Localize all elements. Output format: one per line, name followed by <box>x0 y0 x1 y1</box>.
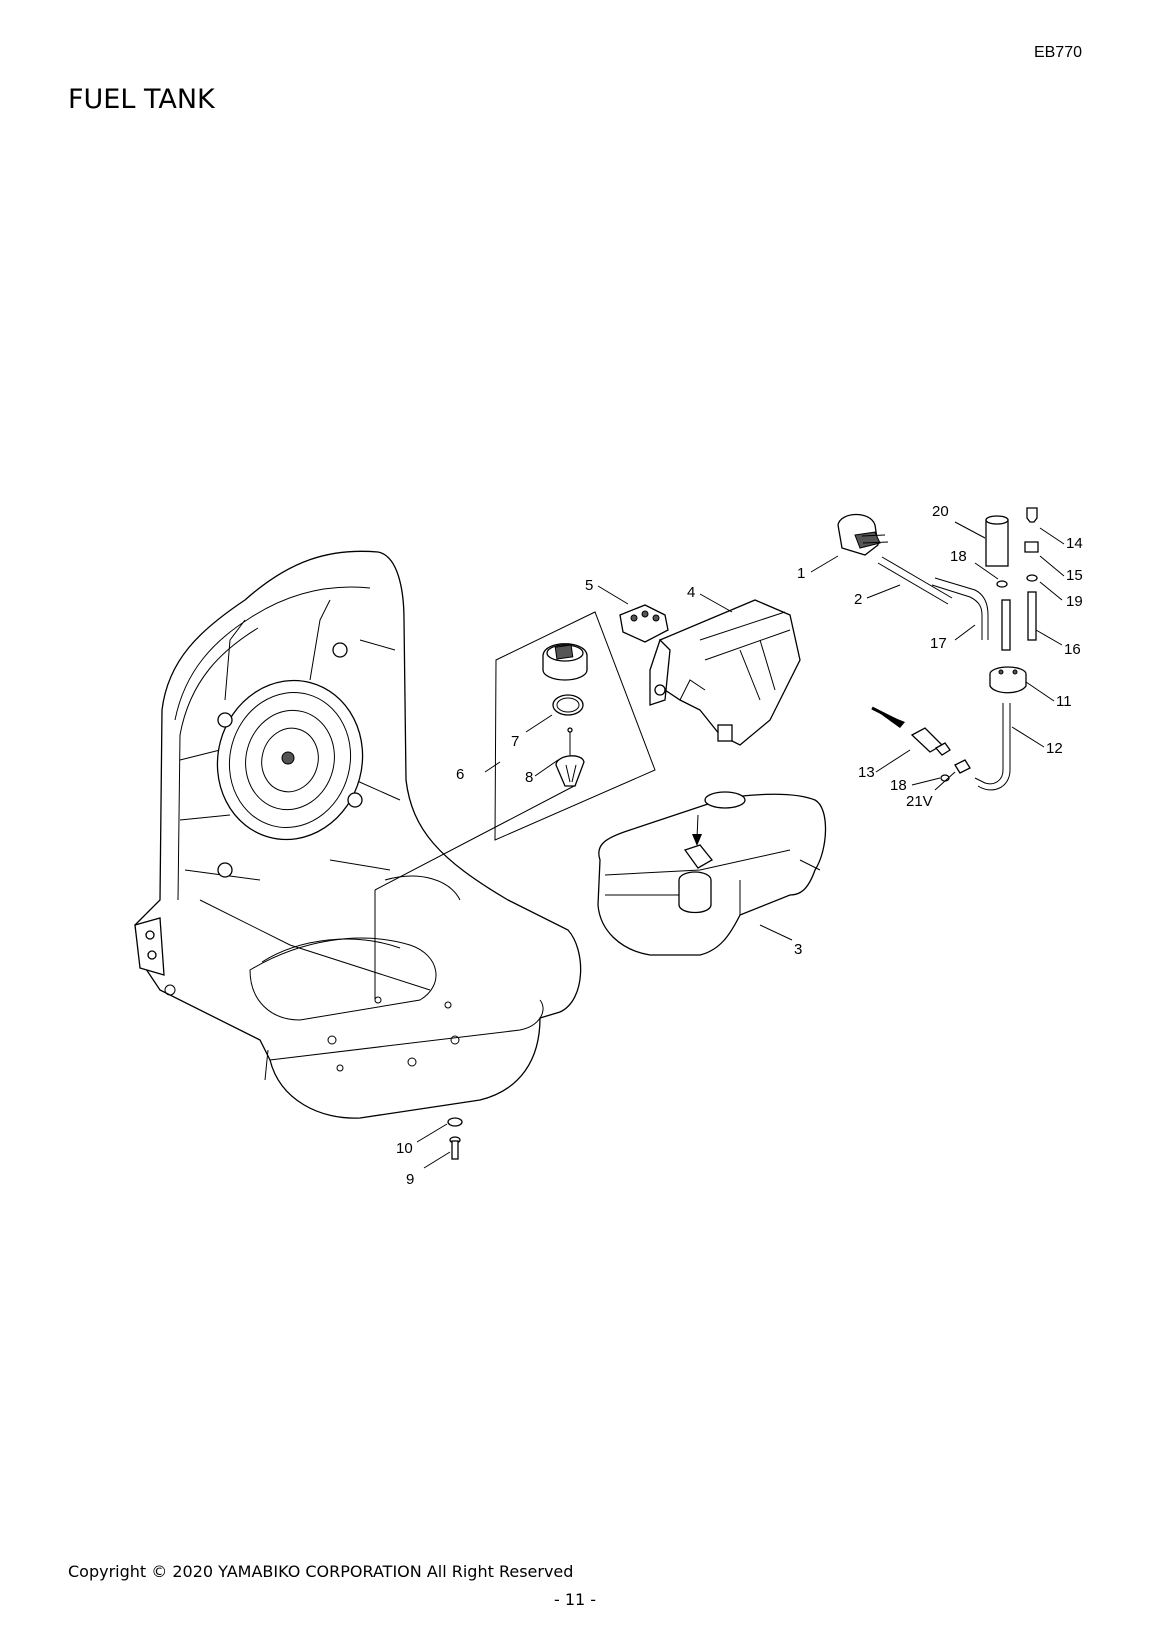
fuel-tank <box>597 791 827 956</box>
leader-lines <box>416 521 1065 1169</box>
tank-cover <box>649 599 801 746</box>
clamp-19 <box>1026 574 1038 582</box>
callout-10: 10 <box>396 1140 413 1157</box>
grommet <box>619 604 669 643</box>
clamp-18 <box>996 580 1008 588</box>
callout-12: 12 <box>1046 740 1063 757</box>
callout-21v: 21V <box>906 793 933 810</box>
kit-6-boundary <box>494 611 656 841</box>
callout-6: 6 <box>456 766 464 783</box>
callout-1: 1 <box>797 565 805 582</box>
callout-13: 13 <box>858 764 875 781</box>
callout-15: 15 <box>1066 567 1083 584</box>
callout-5: 5 <box>585 577 593 594</box>
callout-labels: 1 2 3 4 5 6 7 8 9 10 11 12 13 14 15 16 1… <box>396 503 1083 1188</box>
copyright-notice: Copyright © 2020 YAMABIKO CORPORATION Al… <box>68 1562 574 1581</box>
callout-7: 7 <box>511 733 519 750</box>
callout-16: 16 <box>1064 641 1081 658</box>
callout-17: 17 <box>930 635 947 652</box>
washer <box>447 1117 463 1127</box>
fuel-cap <box>542 643 588 681</box>
backpack-frame <box>134 550 582 1119</box>
screw <box>449 1136 461 1160</box>
valve-21v <box>954 759 971 774</box>
callout-9: 9 <box>406 1171 414 1188</box>
callout-11: 11 <box>1056 693 1072 710</box>
tank-grommet <box>989 666 1027 694</box>
callout-14: 14 <box>1066 535 1083 552</box>
fitting-15 <box>1024 541 1039 553</box>
callout-4: 4 <box>687 584 695 601</box>
callout-18-bottom: 18 <box>890 777 907 794</box>
return-pipe <box>974 703 1004 785</box>
fitting-14 <box>1026 507 1038 523</box>
callout-19: 19 <box>1066 593 1083 610</box>
callout-18-top: 18 <box>950 548 967 565</box>
fuel-line <box>877 556 953 605</box>
callout-20: 20 <box>932 503 949 520</box>
callout-3: 3 <box>794 941 802 958</box>
section-title: FUEL TANK <box>68 84 215 115</box>
breather-fitting <box>837 513 889 556</box>
callout-2: 2 <box>854 591 862 608</box>
strainer <box>555 727 585 787</box>
fitting-13 <box>910 727 951 756</box>
tube-20 <box>985 515 1009 567</box>
page-number: - 11 - <box>553 1590 597 1609</box>
model-code: EB770 <box>1033 44 1082 61</box>
callout-8: 8 <box>525 769 533 786</box>
